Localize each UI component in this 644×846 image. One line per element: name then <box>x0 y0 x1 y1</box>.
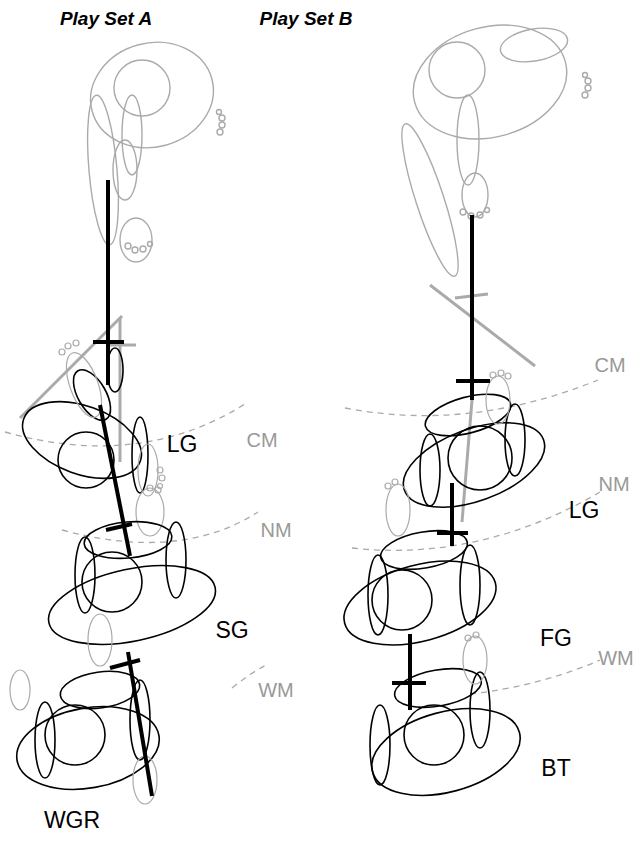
grey-figure <box>79 29 226 262</box>
player-figure-bt <box>362 663 530 811</box>
set-title: Play Set A <box>60 9 152 28</box>
player-figure-lg-a <box>12 348 152 493</box>
position-label: LG <box>569 499 600 522</box>
position-label: BT <box>541 757 570 780</box>
feet <box>10 614 157 804</box>
set-title: Play Set B <box>260 9 353 28</box>
axis-lines <box>93 180 490 796</box>
feet <box>385 370 511 684</box>
player-figure-sg <box>41 518 222 658</box>
zone-label: WM <box>598 648 634 668</box>
player-figure-lg-b <box>392 386 556 524</box>
position-label: LG <box>167 433 198 456</box>
zone-label: CM <box>246 430 277 450</box>
feet <box>59 340 165 536</box>
position-label: SG <box>215 619 248 642</box>
position-label: FG <box>540 627 572 650</box>
zone-label: NM <box>598 474 629 494</box>
player-figure-fg <box>335 525 505 660</box>
zone-label: WM <box>258 680 294 700</box>
grey-figure <box>392 9 591 281</box>
zone-label: NM <box>260 520 291 540</box>
position-label: WGR <box>44 809 100 832</box>
zone-arcs <box>5 380 600 694</box>
zone-label: CM <box>594 355 625 375</box>
grey-axis <box>20 316 136 462</box>
